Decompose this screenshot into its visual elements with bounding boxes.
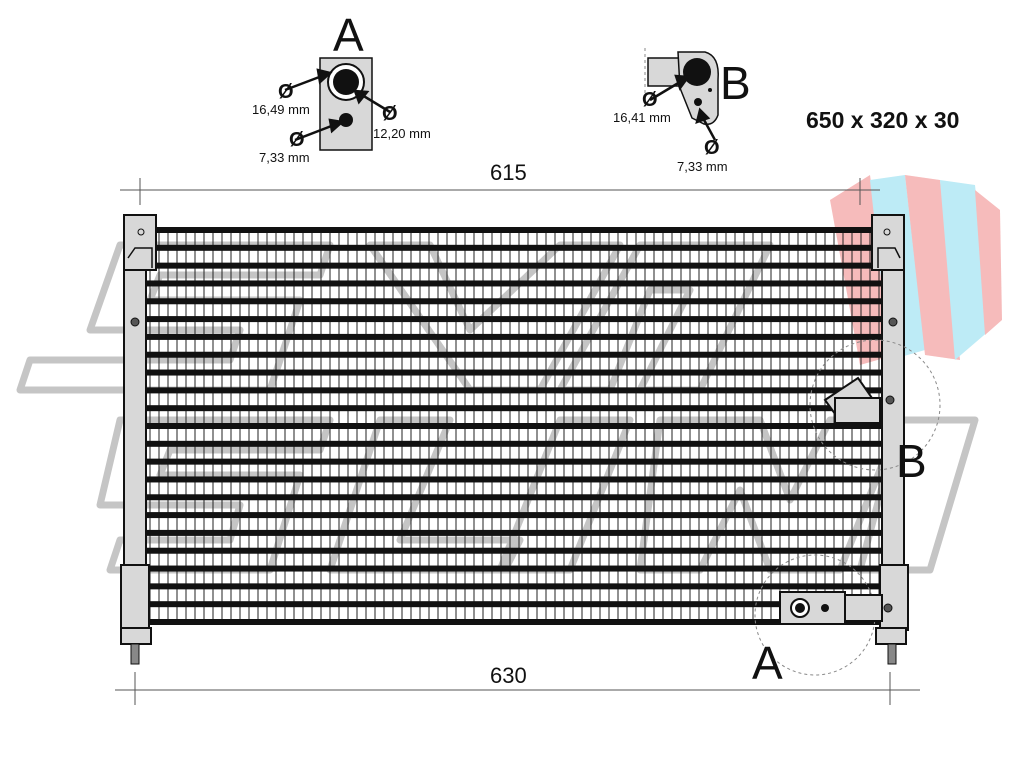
left-side-tank	[120, 214, 157, 665]
tube	[146, 298, 882, 305]
tube	[146, 458, 882, 465]
tube	[146, 369, 882, 376]
dimension-bottom-width: 630	[490, 663, 527, 688]
diameter-symbol-b-port: Ø	[642, 89, 658, 111]
fitting-a-on-condenser	[754, 554, 893, 676]
tube	[146, 351, 882, 358]
tube	[146, 262, 882, 269]
tube	[146, 280, 882, 287]
diameter-symbol-a-bolt: Ø	[289, 129, 305, 151]
tube	[146, 387, 882, 394]
detail-a-bolt-hole-diameter: 7,33 mm	[259, 150, 310, 165]
diameter-symbol-a-secondary: Ø	[382, 103, 398, 125]
tube	[146, 529, 882, 536]
tube	[146, 244, 882, 251]
detail-a-port-large-diameter: 16,49 mm	[252, 102, 310, 117]
condenser-tubes	[146, 227, 882, 625]
tube	[146, 494, 882, 501]
detail-b-bolt-hole-diameter: 7,33 mm	[677, 159, 728, 174]
fitting-b-on-condenser	[809, 339, 941, 471]
watermark-logo	[16, 175, 1002, 574]
detail-b-letter: B	[720, 57, 751, 109]
detail-a-drawing	[284, 57, 391, 151]
tube	[146, 601, 882, 608]
tube	[146, 565, 882, 572]
dimension-top-width: 615	[490, 160, 527, 185]
diameter-symbol-b-bolt: Ø	[704, 137, 720, 159]
tube	[146, 512, 882, 519]
tube	[146, 423, 882, 429]
right-side-tank	[871, 214, 909, 665]
tube	[146, 316, 882, 323]
tube	[146, 333, 882, 340]
tube	[146, 583, 882, 590]
detail-b-port-diameter: 16,41 mm	[613, 110, 671, 125]
callout-a-label: A	[752, 637, 783, 689]
dimension-lines	[115, 178, 920, 705]
tube	[146, 227, 882, 233]
tube	[146, 547, 882, 554]
overall-size: 650 x 320 x 30	[806, 107, 960, 133]
diameter-symbol-a-large: Ø	[278, 81, 294, 103]
callout-b-label: B	[896, 435, 927, 487]
tube	[146, 476, 882, 483]
detail-b-drawing	[644, 48, 719, 141]
tube	[146, 405, 882, 412]
detail-a-letter: A	[333, 9, 364, 61]
tube	[146, 619, 882, 625]
detail-a-port-secondary-diameter: 12,20 mm	[373, 126, 431, 141]
tube	[146, 440, 882, 447]
